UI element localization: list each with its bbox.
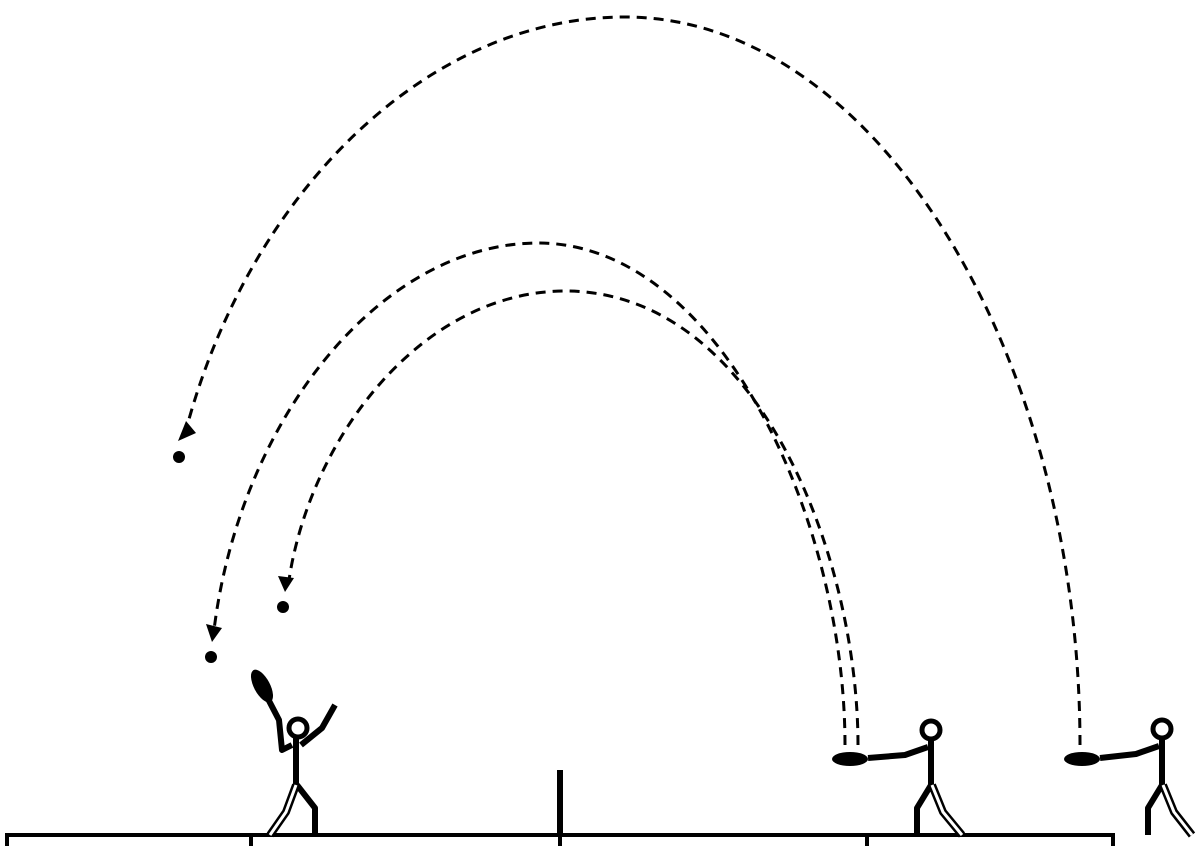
racket-icon (832, 752, 868, 766)
player-arm-serve (1099, 743, 1160, 761)
racket-icon (250, 669, 274, 703)
racket-icon (1064, 752, 1100, 766)
trajectory-short-serve-low (287, 289, 860, 746)
shuttlecock-dot-icon (277, 601, 289, 613)
shuttlecocks (173, 451, 289, 663)
stick-figure-icon (1150, 717, 1174, 741)
trajectories (178, 15, 1082, 746)
player-leg-back-fill (268, 784, 298, 836)
stick-figure-icon (286, 716, 310, 740)
player-leg-back-fill (930, 784, 964, 836)
arrowhead-icon (278, 576, 294, 592)
player-arm-left (263, 693, 294, 753)
stick-figure-icon (919, 718, 943, 742)
player-arm-right (299, 703, 338, 748)
shuttlecock-dot-icon (173, 451, 185, 463)
player-leg-front (1145, 783, 1165, 835)
shuttlecock-dot-icon (205, 651, 217, 663)
trajectory-short-serve-mid (212, 241, 847, 746)
receiver-left-player (250, 669, 338, 838)
server-right-far-player (1064, 717, 1196, 838)
server-right-near-player (832, 718, 966, 838)
arrowhead-icon (206, 624, 222, 642)
player-leg-back-fill (1161, 784, 1194, 836)
arrowhead-icon (178, 421, 196, 441)
player-leg-front (914, 783, 934, 835)
trajectory-long-serve-high (184, 15, 1082, 746)
court (5, 770, 1115, 846)
player-arm-serve (867, 744, 929, 761)
player-leg-front (294, 783, 318, 835)
